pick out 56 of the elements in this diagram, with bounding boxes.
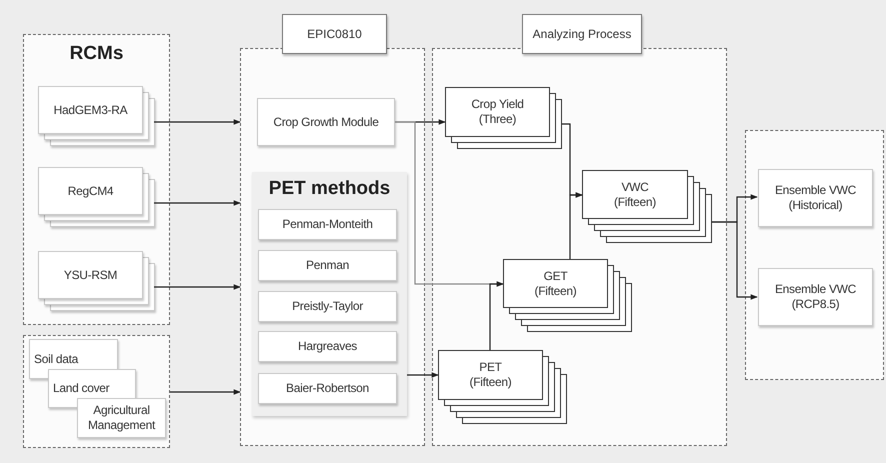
arrow — [489, 281, 504, 350]
box-subtitle: (Historical) — [788, 198, 842, 213]
box-label: VWC — [621, 180, 649, 194]
process-box — [258, 209, 397, 240]
stacked-boxes — [582, 170, 712, 243]
process-box — [257, 98, 395, 146]
stacked-boxes — [38, 251, 155, 311]
process-box — [258, 373, 397, 404]
box-label: Soil data — [34, 352, 78, 366]
box-label: PET — [479, 360, 502, 375]
box-label: HadGEM3-RA — [54, 102, 128, 118]
box-label: Ensemble VWC — [774, 183, 856, 198]
arrow — [712, 221, 758, 300]
box-label: YSU-RSM — [64, 268, 118, 282]
box-label: Land cover — [53, 381, 110, 396]
stacked-boxes — [445, 87, 562, 149]
group-title: RCMs — [70, 43, 124, 65]
box-label: Baier-Robertson — [286, 381, 369, 396]
process-box — [258, 331, 397, 362]
arrow — [569, 192, 583, 259]
box-subtitle: (Fifteen) — [470, 375, 512, 390]
box-subtitle: (Three) — [478, 112, 516, 127]
box-subtitle: (RCP8.5) — [792, 297, 840, 312]
process-box — [758, 268, 873, 326]
box-subtitle: (Fifteen) — [614, 194, 656, 210]
dashed-group-frame — [23, 335, 170, 448]
group-heading: EPIC0810 — [282, 14, 387, 54]
box-label: Ensemble VWC — [774, 282, 856, 297]
box-label: Crop Growth Module — [273, 114, 379, 130]
box-label: RegCM4 — [68, 184, 114, 198]
process-box — [258, 291, 397, 322]
dashed-group-frame — [23, 34, 170, 325]
box-label: Crop Yield — [471, 97, 524, 112]
box-label: GET — [544, 268, 568, 284]
stacked-boxes — [38, 167, 155, 227]
arrow — [170, 389, 241, 395]
arrow — [407, 372, 439, 378]
arrow — [154, 284, 241, 290]
group-heading: Analyzing Process — [522, 14, 642, 54]
box-label: Preistly-Taylor — [292, 299, 363, 314]
stacked-boxes — [503, 259, 632, 332]
dashed-group-frame — [745, 130, 884, 380]
process-box — [258, 250, 397, 281]
data-sheet — [77, 398, 166, 438]
box-label: Penman — [306, 258, 349, 273]
arrow — [154, 200, 241, 206]
stacked-boxes — [38, 86, 155, 146]
arrow — [154, 119, 241, 125]
method-panel — [252, 172, 407, 416]
box-label: Penman-Monteith — [282, 217, 373, 232]
panel-title: PET methods — [268, 178, 390, 200]
stacked-boxes — [438, 350, 567, 424]
process-box — [758, 169, 873, 227]
box-label: Agricultural Management — [86, 403, 156, 433]
box-label: Hargreaves — [298, 339, 358, 354]
box-subtitle: (Fifteen) — [534, 284, 576, 298]
